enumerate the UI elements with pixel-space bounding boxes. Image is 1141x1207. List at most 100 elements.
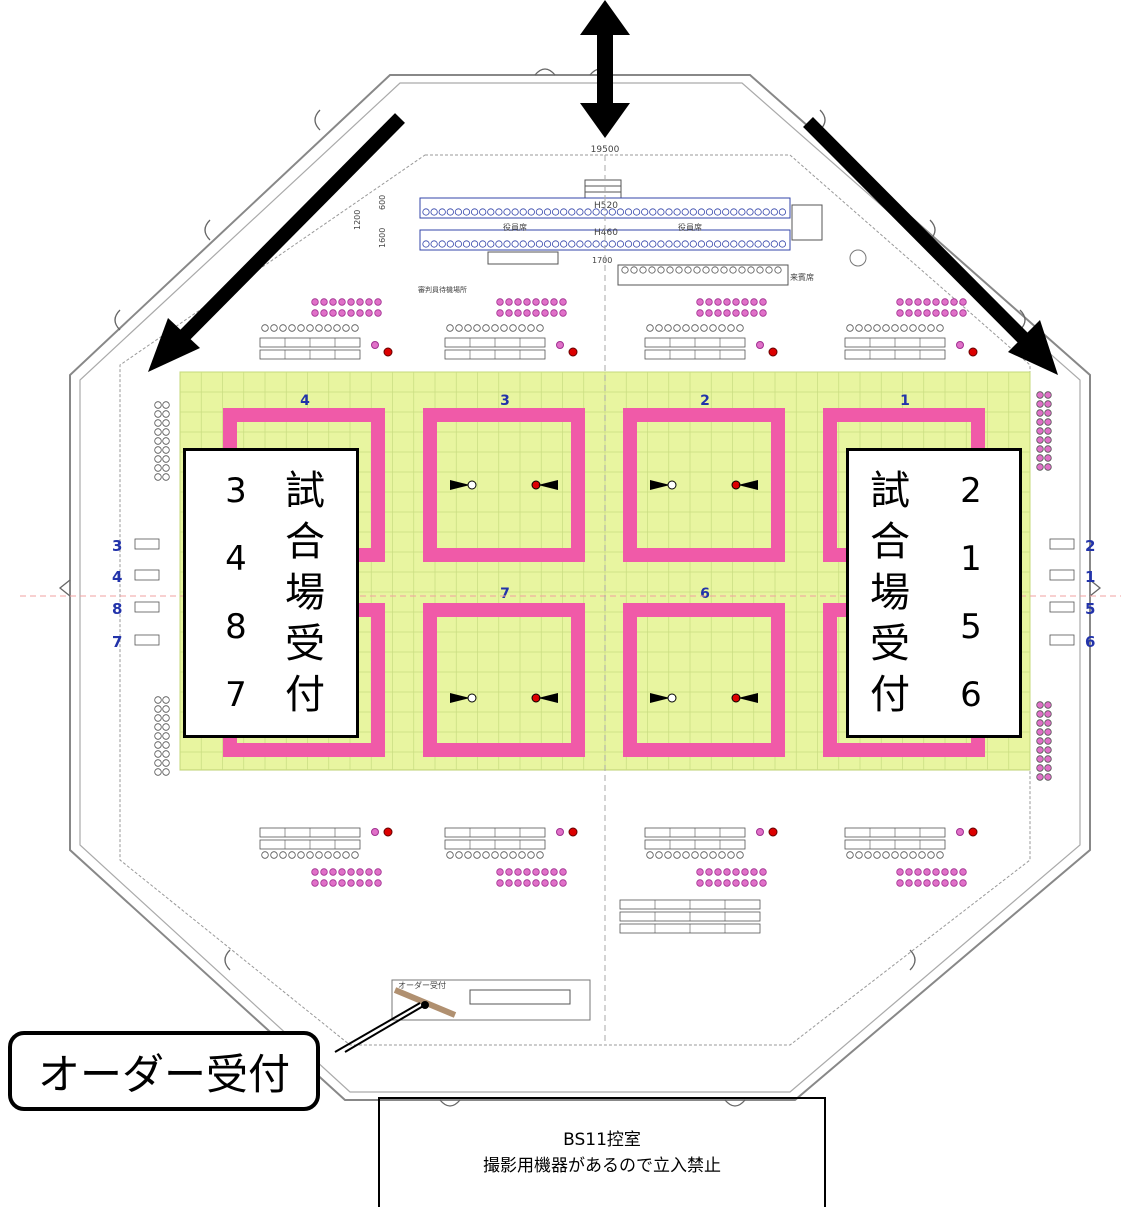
bottom-seat-group [259,827,393,887]
side-desk [1049,601,1075,613]
right-reception-char-3: 場 [870,570,910,616]
start-marker-white [650,480,677,490]
right-side-number-1: 2 [1085,537,1095,555]
right-side-number-2: 1 [1085,568,1095,586]
left-reception-char-5: 付 [285,672,325,718]
top-seat-group [844,298,978,360]
side-seat-column [1036,391,1052,471]
start-marker-white [650,693,677,703]
court-number-label: 7 [500,586,510,602]
bottom-seat-group [444,827,578,887]
side-seat-column [154,401,170,481]
court-number-label: 1 [900,393,910,409]
right-side-number-3: 5 [1085,600,1095,618]
right-reception-court-numbers: 2 1 5 6 [951,467,991,719]
bs11-room-notice: 撮影用機器があるので立入禁止 [483,1156,721,1176]
left-side-number-4: 7 [112,633,122,651]
bs11-room-name: BS11控室 [563,1130,641,1150]
height-step: 600 [378,195,387,210]
left-side-number-3: 8 [112,600,122,618]
right-reception-court-3: 5 [960,607,982,647]
right-reception-char-1: 試 [870,468,910,514]
right-reception-court-4: 6 [960,675,982,715]
court-2: 2 [623,393,785,562]
top-width-dimension: 19500 [591,145,620,155]
bottom-seat-group [844,827,978,887]
top-seat-group [644,298,778,360]
right-match-reception: 試 合 場 受 付 2 1 5 6 [846,448,1022,738]
order-desk-small-label: オーダー受付 [398,980,446,990]
court-6: 6 [623,586,785,757]
bottom-seat-group [644,827,778,887]
referee-waiting-label: 審判員待機場所 [418,285,467,294]
reserved-seats-label: 来賓席 [790,272,814,282]
court-boundary [423,408,585,562]
upper-right-audience-label: 役員席 [678,222,702,232]
right-diagonal-arrow [803,117,1058,375]
side-desk [1049,538,1075,550]
right-reception-label: 試 合 場 受 付 [865,467,915,719]
start-marker-red [731,693,758,703]
court-number-label: 3 [500,393,510,409]
right-reception-court-2: 1 [960,539,982,579]
court-number-label: 4 [300,393,310,409]
left-side-number-1: 3 [112,537,122,555]
right-side-numbers: 2 1 5 6 [1085,537,1095,651]
side-seat-column [154,696,170,776]
order-desk-area: オーダー受付 [334,979,591,1053]
upper-left-audience-label: 役員席 [503,222,527,232]
court-7: 7 [423,586,585,757]
inner-wall [79,82,1081,1093]
left-reception-court-numbers: 3 4 8 7 [216,467,256,719]
right-reception-char-4: 受 [870,621,910,667]
court-boundary [623,408,785,562]
top-seat-group [444,298,578,360]
side-desk [134,634,160,646]
court-boundary [423,603,585,757]
start-marker-white [450,480,477,490]
gap-dimension: 1700 [592,256,612,265]
start-marker-white [450,693,477,703]
left-diagonal-arrow [148,113,405,372]
left-side-numbers: 3 4 8 7 [112,537,122,651]
top-seat-group [259,298,393,360]
upper-bench-height: H520 [594,201,618,211]
right-reception-char-2: 合 [870,519,910,565]
left-match-reception: 3 4 8 7 試 合 場 受 付 [183,448,359,738]
start-marker-red [531,693,558,703]
top-bench-area: H520 H460 役員席 役員席 1200 600 1600 1700 来賓席… [353,179,867,294]
right-side-number-4: 6 [1085,633,1095,651]
bottom-center-tables [619,899,761,934]
side-desk [1049,634,1075,646]
left-reception-char-3: 場 [285,570,325,616]
court-number-label: 2 [700,393,710,409]
left-reception-label: 試 合 場 受 付 [280,467,330,719]
side-desk [134,538,160,550]
side-desk [1049,569,1075,581]
seat-groups [134,298,1075,934]
left-reception-char-1: 試 [285,468,325,514]
bs11-room: BS11控室 撮影用機器があるので立入禁止 [378,1097,826,1207]
height-step2: 1600 [378,228,387,248]
court-3: 3 [423,393,585,562]
height-total: 1200 [353,210,362,230]
left-reception-court-2: 4 [225,539,247,579]
start-marker-red [731,480,758,490]
side-desk [134,569,160,581]
top-entrance-arrow [580,0,630,138]
court-boundary [623,603,785,757]
lower-bench-height: H460 [594,228,618,238]
hall-boundary [119,154,1031,1046]
left-reception-char-2: 合 [285,519,325,565]
right-reception-char-5: 付 [870,672,910,718]
side-desk [134,601,160,613]
right-reception-court-1: 2 [960,471,982,511]
left-reception-court-4: 7 [225,675,247,715]
order-reception-callout: オーダー受付 [8,1031,320,1111]
side-seat-column [1036,701,1052,781]
left-side-number-2: 4 [112,568,122,586]
left-reception-court-3: 8 [225,607,247,647]
court-number-label: 6 [700,586,710,602]
left-reception-char-4: 受 [285,621,325,667]
left-reception-court-1: 3 [225,471,247,511]
